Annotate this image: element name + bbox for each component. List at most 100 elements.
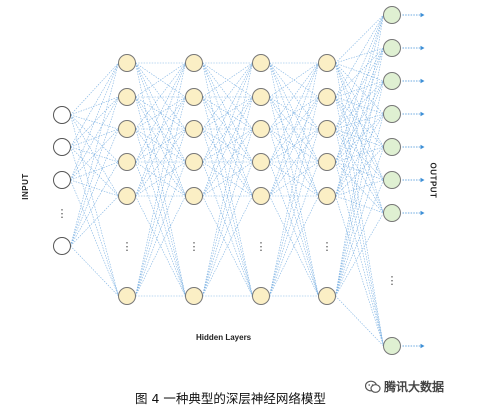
- connection-edge: [202, 128, 253, 297]
- arrowhead-icon: [420, 210, 425, 216]
- connection-edge: [135, 195, 186, 297]
- hidden-node: [185, 54, 203, 72]
- connection-edge: [269, 96, 319, 197]
- hidden-node: [118, 153, 136, 171]
- output-node: [383, 138, 401, 156]
- connection-edge: [70, 114, 119, 297]
- connection-edge: [70, 195, 119, 247]
- connection-edge: [335, 47, 384, 163]
- connection-edge: [70, 62, 119, 116]
- hidden-node: [318, 187, 336, 205]
- connection-edge: [70, 62, 119, 148]
- hidden-node: [185, 88, 203, 106]
- connection-edge: [135, 62, 186, 163]
- arrowhead-icon: [420, 111, 425, 117]
- hidden-node: [252, 287, 270, 305]
- watermark: 腾讯大数据: [365, 378, 444, 395]
- output-node: [383, 105, 401, 123]
- hidden-node: [118, 54, 136, 72]
- input-layer-label: INPUT: [20, 173, 30, 200]
- connection-edge: [202, 195, 253, 297]
- connection-edge: [269, 62, 319, 98]
- arrowhead-icon: [420, 177, 425, 183]
- connection-edge: [335, 47, 384, 64]
- hidden-node: [118, 120, 136, 138]
- connection-edge: [70, 114, 119, 163]
- connection-edge: [269, 96, 319, 297]
- arrowhead-icon: [420, 343, 425, 349]
- hidden-layers-label: Hidden Layers: [196, 333, 252, 342]
- connection-edge: [335, 195, 384, 347]
- hidden-node: [318, 88, 336, 106]
- connection-edge: [70, 179, 119, 297]
- input-node: [53, 171, 71, 189]
- connection-edge: [202, 62, 253, 130]
- hidden-node: [252, 153, 270, 171]
- network-nodes: [53, 6, 401, 355]
- output-node: [383, 72, 401, 90]
- connection-edge: [269, 161, 319, 297]
- connection-edge: [335, 62, 384, 115]
- hidden-node: [252, 88, 270, 106]
- connection-edge: [269, 62, 319, 197]
- figure-caption: 图 4 一种典型的深层神经网络模型: [135, 391, 326, 406]
- hidden-node: [185, 120, 203, 138]
- connection-edge: [135, 62, 186, 130]
- connection-edge: [70, 128, 119, 247]
- hidden-node: [252, 120, 270, 138]
- connection-edge: [70, 245, 119, 297]
- connection-edge: [135, 195, 186, 297]
- connection-edge: [335, 96, 384, 115]
- connection-edge: [269, 62, 319, 163]
- connection-edge: [135, 128, 186, 197]
- connection-edge: [70, 62, 119, 181]
- connection-edge: [202, 62, 253, 98]
- hidden-node: [318, 120, 336, 138]
- connection-edge: [202, 62, 253, 297]
- connection-edge: [202, 62, 253, 197]
- hidden-node: [252, 187, 270, 205]
- connection-edge: [335, 96, 384, 148]
- connection-edge: [70, 96, 119, 247]
- connection-edges: [70, 14, 384, 347]
- connection-edge: [335, 47, 384, 197]
- output-node: [383, 171, 401, 189]
- input-node: [53, 138, 71, 156]
- connection-edge: [70, 128, 119, 148]
- connection-edge: [135, 62, 186, 98]
- output-layer-label: OUTPUT: [428, 162, 438, 199]
- connection-edge: [70, 62, 119, 247]
- connection-edge: [135, 96, 186, 297]
- output-node: [383, 6, 401, 24]
- layer-ellipsis: ⋮: [57, 207, 68, 220]
- connection-edge: [269, 128, 319, 197]
- connection-edge: [269, 128, 319, 163]
- watermark-text: 腾讯大数据: [384, 380, 445, 394]
- layer-ellipses: ⋮⋮⋮⋮⋮⋮: [57, 207, 398, 287]
- connection-edge: [202, 96, 253, 297]
- connection-edge: [70, 114, 119, 197]
- hidden-node: [318, 153, 336, 171]
- connection-edge: [202, 96, 253, 297]
- connection-edge: [335, 146, 384, 297]
- connection-edge: [335, 14, 384, 130]
- layer-ellipsis: ⋮: [256, 240, 267, 253]
- layer-ellipsis: ⋮: [322, 240, 333, 253]
- connection-edge: [135, 62, 186, 197]
- connection-edge: [70, 128, 119, 181]
- connection-edge: [335, 113, 384, 297]
- wechat-logo-icon: [365, 380, 381, 393]
- connection-edge: [269, 195, 319, 297]
- connection-edge: [70, 161, 119, 247]
- connection-edge: [269, 128, 319, 163]
- hidden-node: [252, 54, 270, 72]
- connection-edge: [335, 179, 384, 197]
- connection-edge: [202, 195, 253, 297]
- connection-edge: [269, 195, 319, 297]
- connection-edge: [335, 146, 384, 197]
- hidden-node: [185, 187, 203, 205]
- connection-edge: [135, 96, 186, 197]
- hidden-node: [185, 287, 203, 305]
- layer-ellipsis: ⋮: [189, 240, 200, 253]
